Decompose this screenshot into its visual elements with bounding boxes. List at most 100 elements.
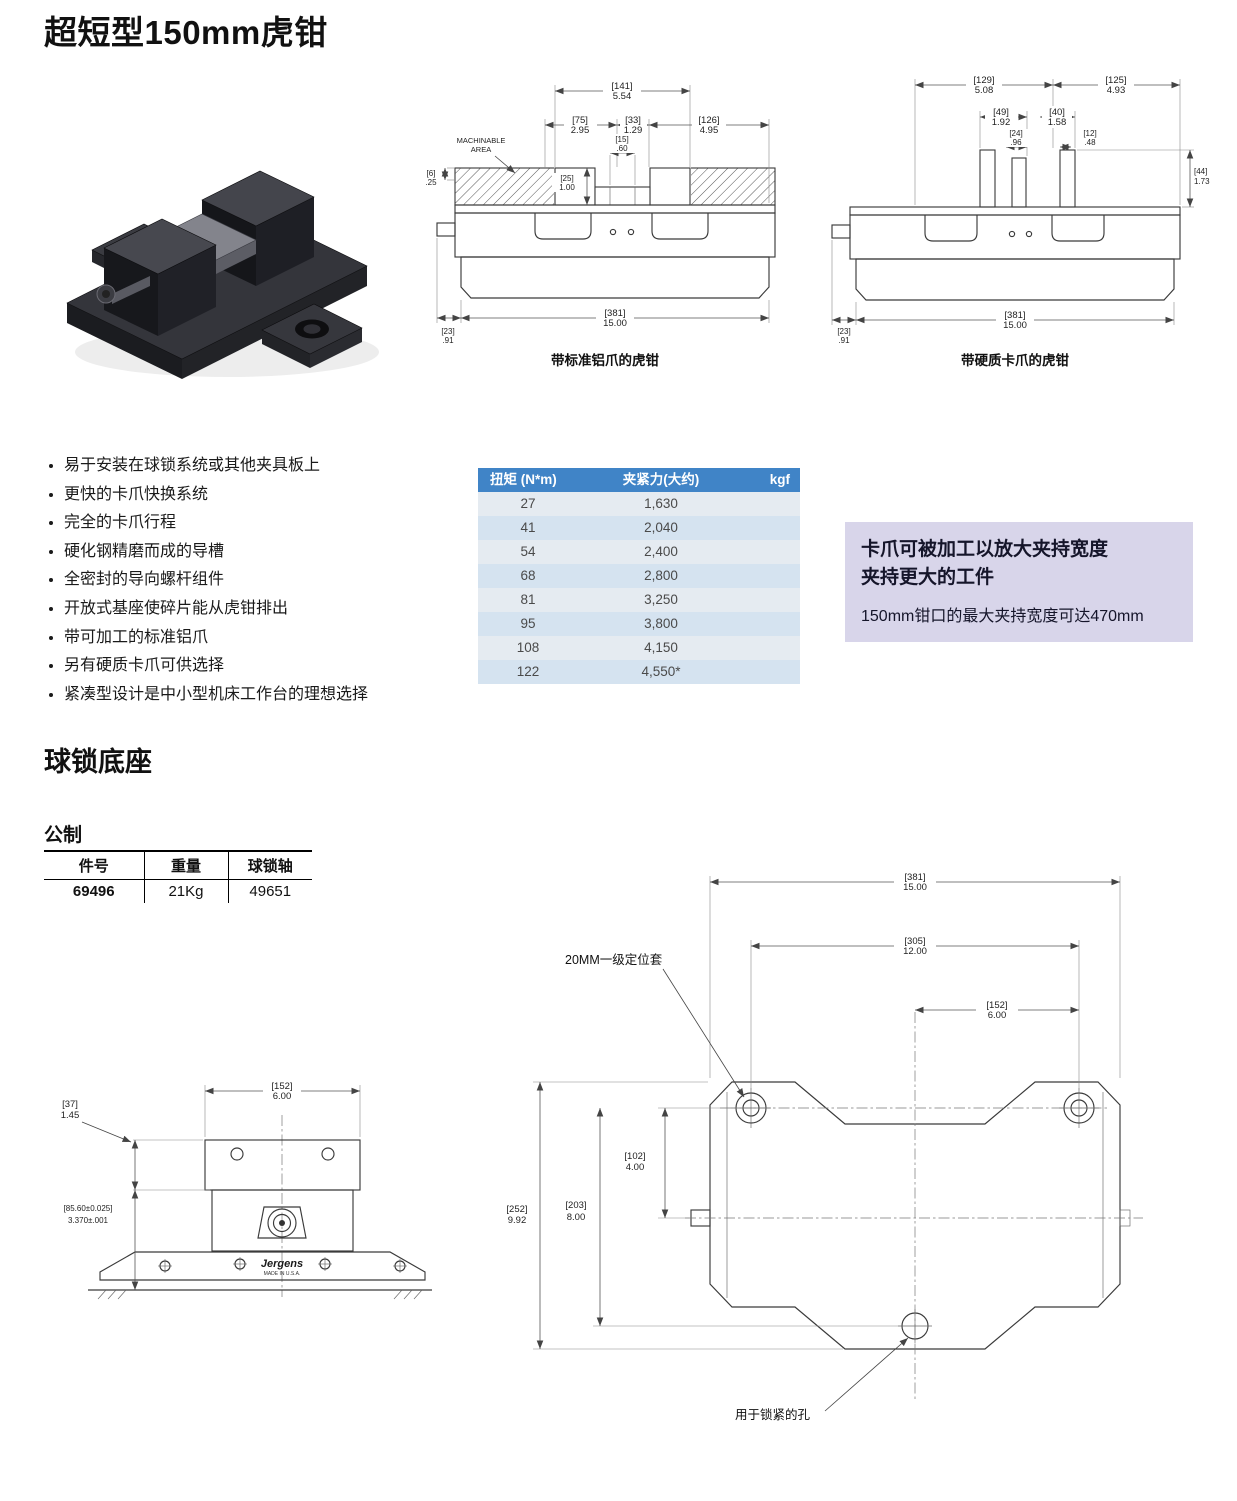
dim-label-mm: [40] [1049,107,1065,118]
torque-value: 81 [520,592,536,607]
torque-value: 68 [520,568,536,583]
dim-label-in: 4.00 [626,1162,645,1173]
feature-item: 另有硬质卡爪可供选择 [64,652,494,681]
std-dimensions: [141] 5.54 [75] 2.95 [33] 1.29 [126] 4.9… [425,80,770,345]
force-value: 3,250 [644,592,678,607]
hard-jaw-block [979,149,996,208]
dim-label-mm: [152] [986,1000,1007,1011]
dim-label-in: 6.00 [273,1091,292,1102]
dim-label-mm: [6] [427,169,436,178]
lead-screw-end [436,222,456,237]
ball-lock-shank-housing [257,1206,307,1239]
kgf-value [744,492,800,516]
torque-table-header: 扭矩 (N*m) 夹紧力(大约) kgf [478,468,800,492]
callout-line1: 卡爪可被加工以放大夹持宽度 [861,539,1109,560]
torque-row: 27 1,630 [478,492,800,516]
feature-item: 更快的卡爪快换系统 [64,481,494,510]
drawing-caption: 带硬质卡爪的虎钳 [961,352,1069,368]
torque-value: 108 [516,640,540,655]
dim-label-mm: [23] [837,327,850,336]
base-spec-table: 件号 重量 球锁轴 69496 21Kg 49651 [44,850,312,903]
part-number-value: 69496 [72,883,115,900]
torque-table: 扭矩 (N*m) 夹紧力(大约) kgf 27 1,630 41 2,040 54 2… [478,468,800,684]
dim-label-in: .25 [425,178,437,187]
locator-bushing-label: 20MM一级定位套 [565,952,663,967]
torque-header-kgf: kgf [769,472,790,487]
dim-label-mm: [85.60±0.025] [64,1204,113,1213]
dim-label-in: 4.95 [700,125,719,136]
feature-item: 开放式基座使碎片能从虎钳排出 [64,595,494,624]
dim-label-in: 6.00 [988,1010,1007,1021]
force-value: 2,800 [644,568,678,583]
top-view-body [685,1012,1143,1402]
dim-label-mm: [305] [904,936,925,947]
callout-line2: 夹持更大的工件 [861,567,995,588]
feature-item: 完全的卡爪行程 [64,509,494,538]
col-header-shank: 球锁轴 [227,850,312,880]
force-value: 3,800 [644,616,678,631]
dim-label-in: 15.00 [903,882,927,893]
dim-label-mm: [152] [271,1081,292,1092]
weight-value: 21Kg [143,879,228,903]
dim-label-in: 5.08 [975,85,994,96]
col-header-weight: 重量 [143,850,228,880]
torque-value: 27 [520,496,536,511]
machinable-area-label: MACHINABLE [457,136,506,145]
dim-label-mm: [33] [625,115,641,126]
std-jaw-drawing: [141] 5.54 [75] 2.95 [33] 1.29 [126] 4.9… [425,80,776,368]
feature-item: 全密封的导向螺杆组件 [64,566,494,595]
dim-label-mm: [126] [698,115,719,126]
torque-header-force: 夹紧力(大约) [622,472,700,487]
force-value: 2,400 [644,544,678,559]
torque-value: 122 [516,664,540,679]
top-view-dimensions: [381] 15.00 [305] 12.00 [152] 6.00 [102]… [506,871,1121,1350]
torque-row: 41 2,040 [478,516,800,540]
shank-value: 49651 [227,879,312,903]
dim-label-mm: [75] [572,115,588,126]
top-view-drawing: [381] 15.00 [305] 12.00 [152] 6.00 [102]… [506,871,1143,1422]
dim-label-in: 8.00 [567,1212,586,1223]
dim-label-mm: [25] [560,174,573,183]
dim-label-in: 12.00 [903,946,927,957]
dim-label-in: .96 [1010,138,1022,147]
lead-screw-end [831,224,851,239]
base-table-data-row: 69496 21Kg 49651 [44,879,312,903]
force-value: 2,040 [644,520,678,535]
kgf-value [744,588,800,612]
dim-label-mm: [49] [993,107,1009,118]
hard-body [831,149,1181,301]
force-value: 1,630 [644,496,678,511]
vise-screw-knob [96,284,116,304]
dim-label-in: 2.95 [571,125,590,136]
jergens-nameplate [112,276,150,304]
dim-label-mm: [23] [441,327,454,336]
torque-value: 41 [520,520,536,535]
kgf-value [744,660,800,684]
kgf-value [744,516,800,540]
dim-label-mm: [102] [624,1151,645,1162]
machinable-area-label: AREA [471,145,491,154]
col-header-part-number: 件号 [44,850,144,880]
dim-label-in: 15.00 [1003,320,1027,331]
dim-label-mm: [252] [506,1204,527,1215]
drawing-caption: 带标准铝爪的虎钳 [551,352,659,368]
base-flange [99,1251,426,1281]
torque-value: 54 [520,544,536,559]
dim-label-mm: [381] [904,872,925,883]
torque-header-torque: 扭矩 (N*m) [490,472,557,487]
dim-label-mm: [203] [565,1200,586,1211]
dim-label-in: .48 [1084,138,1096,147]
dim-label-mm: [125] [1105,75,1126,86]
dim-label-in: 4.93 [1107,85,1126,96]
dim-label-mm: [24] [1009,129,1022,138]
feature-item: 带可加工的标准铝爪 [64,624,494,653]
feature-list: 易于安装在球锁系统或其他夹具板上 更快的卡爪快换系统 完全的卡爪行程 硬化钢精磨… [64,452,494,709]
dim-label-in: .60 [616,144,628,153]
made-in-usa-label: MADE IN U.S.A. [264,1271,301,1277]
dim-label-in: 9.92 [508,1215,527,1226]
vise-front-ear [261,303,363,368]
hard-dimensions: [129] 5.08 [125] 4.93 [49] 1.92 [40] 1.5… [831,74,1210,345]
dim-label-in: 1.58 [1048,117,1067,128]
